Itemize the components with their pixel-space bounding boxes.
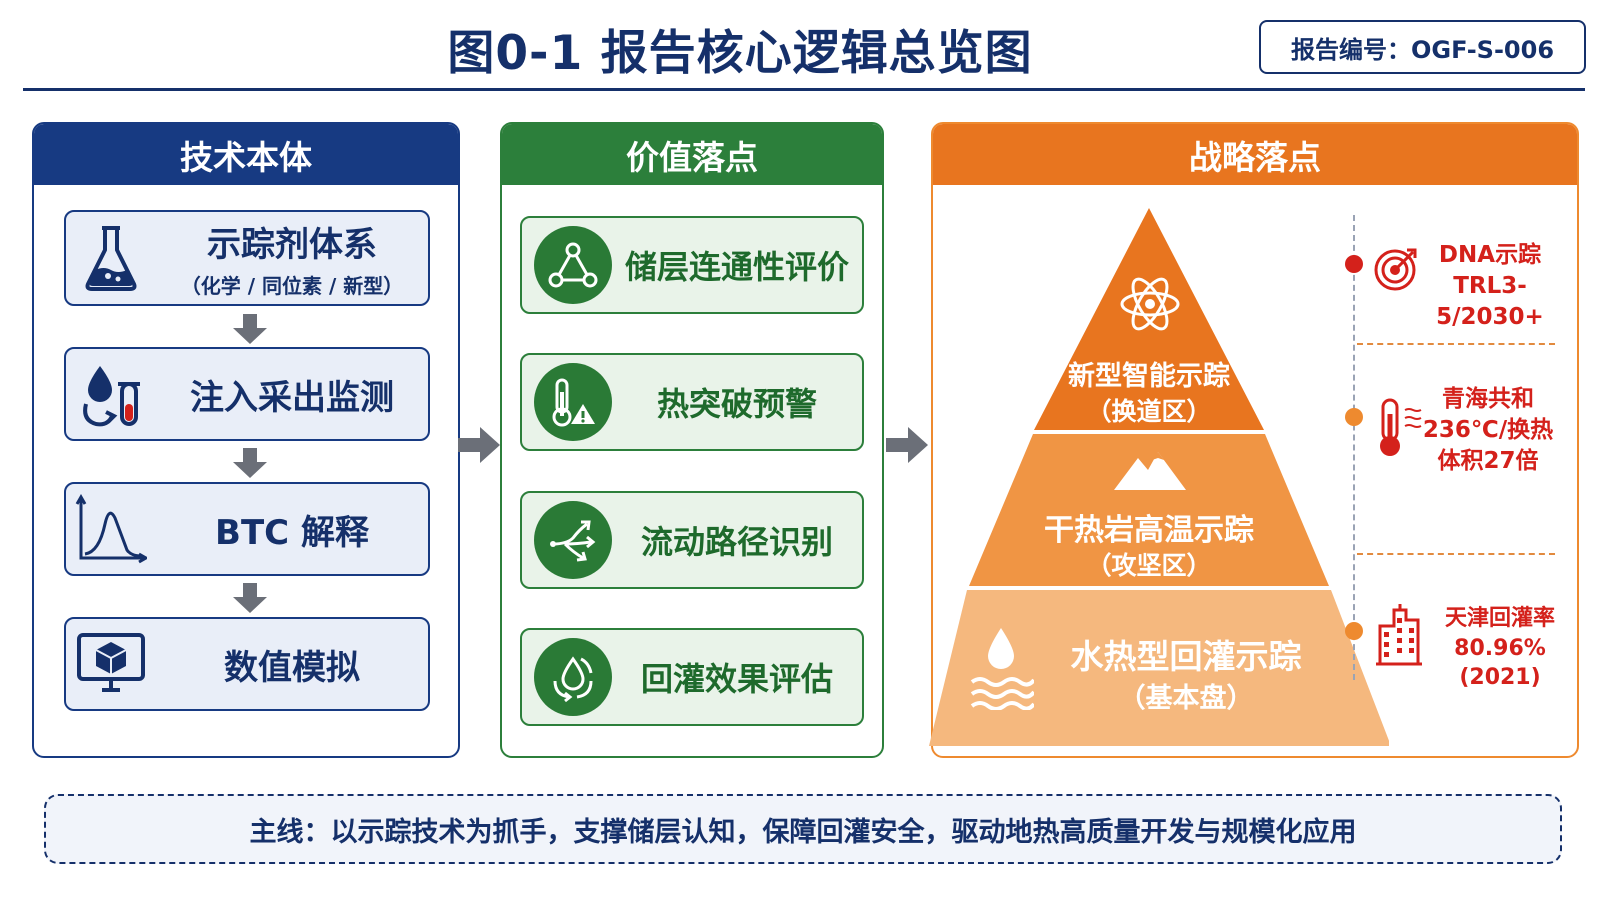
notes-divider bbox=[1353, 215, 1355, 680]
note-line: 青海共和 bbox=[1442, 386, 1534, 412]
page-title: 图0-1 报告核心逻辑总览图 bbox=[447, 26, 1033, 81]
value-item-label: 流动路径识别 bbox=[640, 523, 833, 561]
tech-item-btc-interpretation: BTC 解释 bbox=[64, 482, 430, 576]
note-marker bbox=[1345, 408, 1363, 426]
notes-separator bbox=[1357, 553, 1555, 555]
down-arrow-icon bbox=[233, 583, 267, 613]
pyramid-tier-middle bbox=[969, 434, 1329, 586]
main-line-banner: 主线：以示踪技术为抓手，支撑储层认知，保障回灌安全，驱动地热高质量开发与规模化应… bbox=[44, 794, 1562, 864]
report-code-badge: 报告编号：OGF-S-006 bbox=[1259, 20, 1586, 74]
right-arrow-icon bbox=[458, 427, 500, 463]
tier-top-sub: （换道区） bbox=[1086, 397, 1212, 426]
note-marker bbox=[1345, 622, 1363, 640]
notes-separator bbox=[1357, 343, 1555, 345]
note-line: 80.96% (2021) bbox=[1454, 635, 1546, 691]
note-line: 体积27倍 bbox=[1437, 448, 1539, 475]
water-icon bbox=[970, 628, 1034, 710]
note-line: 236℃/换热 bbox=[1422, 417, 1554, 444]
right-arrow-icon bbox=[886, 427, 928, 463]
flask-icon bbox=[66, 224, 156, 292]
down-arrow-icon bbox=[233, 314, 267, 344]
buildings-icon bbox=[1376, 604, 1422, 666]
value-item-thermal-breakthrough: 热突破预警 bbox=[520, 353, 864, 451]
note-dna: DNA示踪 TRL3-5/2030+ bbox=[1410, 240, 1570, 333]
tier-base-sub: （基本盘） bbox=[1118, 683, 1254, 714]
tech-item-label: 示踪剂体系 bbox=[207, 225, 377, 265]
value-column-title: 价值落点 bbox=[502, 124, 882, 185]
note-tianjin: 天津回灌率 80.96% (2021) bbox=[1420, 604, 1580, 693]
thermometer-icon bbox=[1380, 398, 1422, 456]
drop-tube-icon bbox=[66, 360, 156, 428]
tier-middle-sub: （攻坚区） bbox=[1086, 551, 1212, 580]
tech-item-label: 注入采出监测 bbox=[190, 377, 394, 418]
thermometer-warning-icon bbox=[534, 363, 612, 441]
value-item-label: 储层连通性评价 bbox=[624, 248, 849, 286]
down-arrow-icon bbox=[233, 448, 267, 478]
note-qinghai: 青海共和 236℃/换热 体积27倍 bbox=[1412, 384, 1564, 477]
water-cycle-icon bbox=[534, 638, 612, 716]
value-item-connectivity: 储层连通性评价 bbox=[520, 216, 864, 314]
note-line: DNA示踪 bbox=[1438, 242, 1542, 268]
note-line: TRL3-5/2030+ bbox=[1436, 273, 1544, 331]
value-item-label: 回灌效果评估 bbox=[640, 660, 833, 698]
mountain-icon bbox=[1114, 452, 1186, 490]
atom-icon bbox=[1120, 277, 1180, 331]
tech-item-tracer-system: 示踪剂体系 （化学 / 同位素 / 新型） bbox=[64, 210, 430, 306]
tech-item-injection-monitoring: 注入采出监测 bbox=[64, 347, 430, 441]
tech-item-label: BTC 解释 bbox=[215, 512, 369, 553]
tech-item-label: 数值模拟 bbox=[224, 647, 360, 688]
tier-top-label: 新型智能示踪 bbox=[1068, 361, 1230, 392]
value-item-label: 热突破预警 bbox=[656, 385, 817, 423]
curve-chart-icon bbox=[66, 494, 156, 564]
tier-middle-label: 干热岩高温示踪 bbox=[1044, 513, 1254, 548]
tech-column-title: 技术本体 bbox=[34, 124, 458, 185]
network-icon bbox=[534, 226, 612, 304]
target-icon bbox=[1374, 248, 1417, 291]
value-item-reinjection-effect: 回灌效果评估 bbox=[520, 628, 864, 726]
note-marker bbox=[1345, 255, 1363, 273]
note-line: 天津回灌率 bbox=[1444, 606, 1555, 631]
header-divider bbox=[23, 88, 1585, 91]
tech-item-sub: （化学 / 同位素 / 新型） bbox=[180, 274, 404, 298]
monitor-cube-icon bbox=[66, 632, 156, 696]
strategy-column-title: 战略落点 bbox=[933, 124, 1577, 185]
tech-item-numerical-simulation: 数值模拟 bbox=[64, 617, 430, 711]
flow-paths-icon bbox=[534, 501, 612, 579]
value-item-flow-path: 流动路径识别 bbox=[520, 491, 864, 589]
tier-base-label: 水热型回灌示踪 bbox=[1070, 637, 1302, 676]
pyramid-tier-base bbox=[929, 590, 1389, 746]
